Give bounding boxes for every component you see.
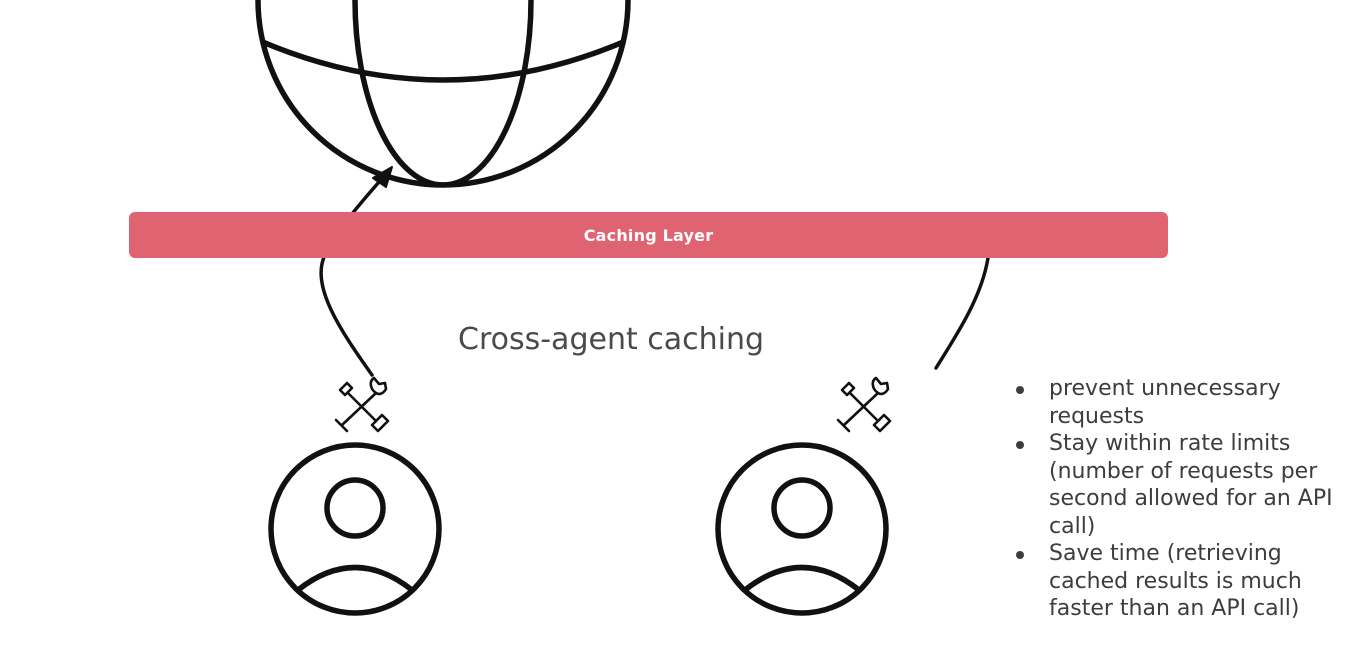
benefit-item: Save time (retrieving cached results is …: [1016, 540, 1356, 623]
cache-connector-line: [934, 256, 990, 370]
user-icon: [268, 442, 442, 616]
globe-icon: [255, 0, 631, 188]
benefits-list: prevent unnecessary requests Stay within…: [1016, 375, 1356, 623]
benefit-item: Stay within rate limits (number of reque…: [1016, 430, 1356, 540]
benefit-item: prevent unnecessary requests: [1016, 375, 1356, 430]
tools-icon: [836, 376, 892, 433]
request-arrow: [319, 166, 393, 377]
diagram-title: Cross-agent caching: [458, 322, 765, 357]
tools-icon: [334, 376, 390, 433]
caching-layer-bar: Caching Layer: [129, 212, 1168, 258]
caching-layer-label: Caching Layer: [583, 225, 714, 245]
user-icon: [715, 442, 889, 616]
